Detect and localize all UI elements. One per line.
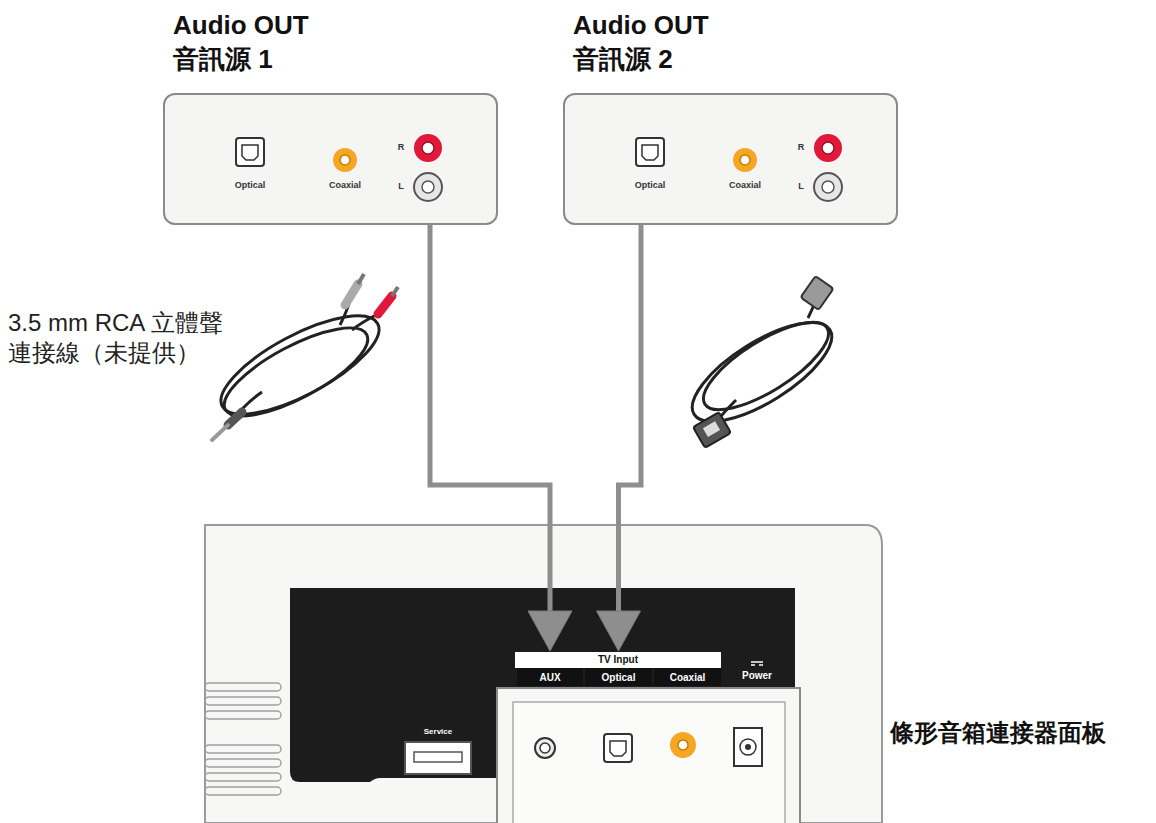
port-label: Coaxial — [729, 180, 761, 191]
vent-slot — [205, 745, 281, 753]
vent-slot — [205, 711, 281, 719]
source-heading: Audio OUT 音訊源 1 — [173, 9, 325, 77]
input-group-label: TV Input — [598, 654, 638, 667]
signal-connector — [430, 225, 572, 651]
vent-slot — [205, 759, 281, 767]
panel-caption: 條形音箱連接器面板 — [890, 717, 1106, 749]
input-label: AUX — [536, 672, 563, 683]
cable-label: 3.5 mm RCA 立體聲 連接線（未提供） — [8, 308, 240, 368]
input-label: Coaxial — [667, 672, 709, 683]
port-label: Power — [742, 670, 772, 683]
vent-slot — [205, 697, 281, 705]
channel-label: L — [798, 181, 804, 192]
input-cell: AUX — [517, 668, 583, 686]
arrowhead — [528, 611, 572, 651]
vent-slot — [205, 787, 281, 795]
input-label: Optical — [599, 672, 639, 683]
source-heading: Audio OUT 音訊源 2 — [573, 9, 725, 77]
channel-label: R — [798, 142, 805, 153]
port-label: Service — [424, 727, 452, 737]
connector-line — [619, 225, 642, 613]
signal-connector — [597, 225, 642, 651]
input-cell: Coaxial — [654, 668, 721, 686]
audio-jacks — [236, 134, 842, 201]
soundbar-body — [205, 525, 882, 823]
port-label: Coaxial — [329, 180, 361, 191]
connector-line — [430, 225, 550, 613]
optical-cable — [678, 276, 845, 448]
source-panel: Audio OUT 音訊源 2 — [563, 93, 898, 225]
source-panel: Audio OUT 音訊源 1 — [163, 93, 498, 225]
channel-label: R — [398, 142, 405, 153]
vent-slot — [205, 773, 281, 781]
port-label: Optical — [635, 180, 666, 191]
channel-label: L — [398, 181, 404, 192]
arrowhead — [597, 611, 641, 651]
vent-slot — [205, 683, 281, 691]
source-panel — [163, 93, 898, 225]
soundbar-panel: 條形音箱連接器面板AUXOpticalCoaxial — [205, 525, 885, 823]
port-label: Optical — [235, 180, 266, 191]
input-cell: Optical — [585, 668, 652, 686]
rca-cable — [208, 274, 398, 440]
